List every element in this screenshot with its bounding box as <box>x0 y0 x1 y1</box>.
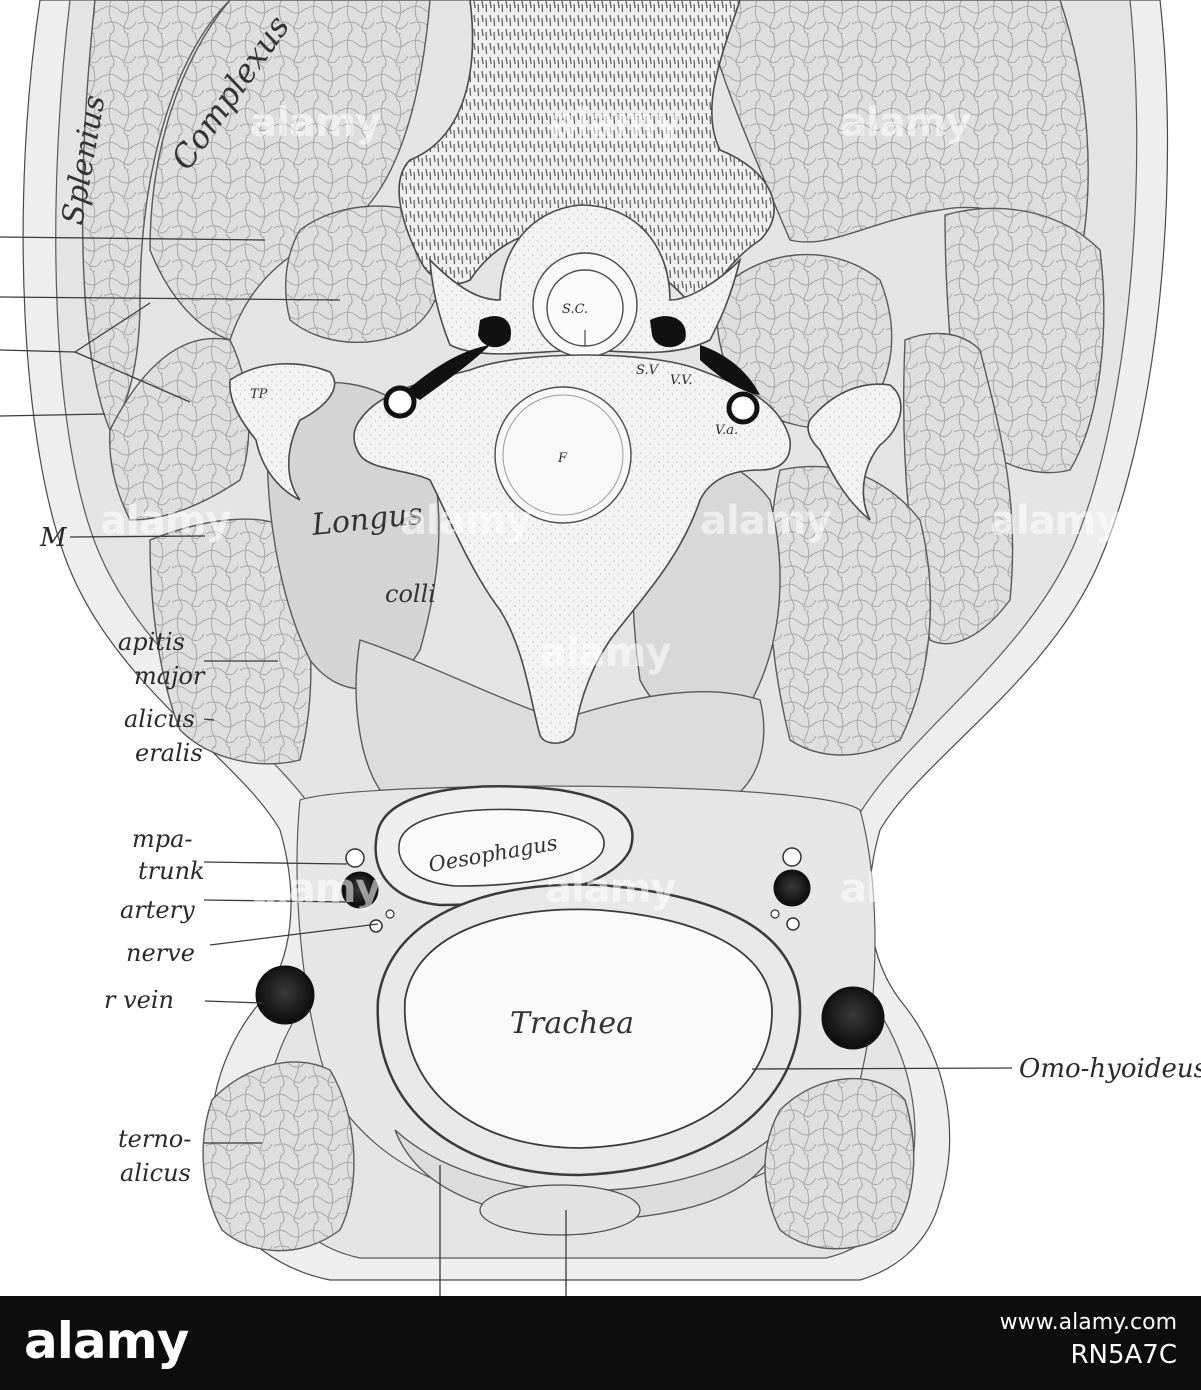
sternomastoid-left <box>202 1061 355 1252</box>
left-back-muscle-2 <box>108 337 250 521</box>
vein-sinus-left <box>405 345 490 400</box>
foramen-inner <box>502 394 624 516</box>
label-alicus-2: alicus <box>120 1159 191 1187</box>
label-eralis: eralis <box>135 739 203 767</box>
sympathetic-trunk-right <box>782 847 802 867</box>
leader-4 <box>0 413 106 417</box>
vein-right-dark <box>650 316 686 348</box>
label-mpa: mpa- <box>132 825 193 853</box>
external-jugular-vein-right <box>821 986 885 1050</box>
transverse-process-right <box>807 383 902 521</box>
label-va: V.a. <box>715 423 738 438</box>
vein-sinus-right <box>700 345 760 395</box>
footer-url: www.alamy.com <box>999 1310 1177 1335</box>
vagus-nerve-left <box>369 919 383 933</box>
leader-7 <box>203 718 215 721</box>
vein-left-dark <box>478 316 511 348</box>
label-vein: r vein <box>104 986 174 1014</box>
label-trunk: trunk <box>138 857 205 885</box>
label-omo-hyoideus: Omo-hyoideus <box>1019 1054 1201 1084</box>
small-nerve-right <box>770 909 780 919</box>
label-sterno: terno- <box>118 1125 191 1153</box>
sternohyoid-muscle <box>479 1184 641 1236</box>
common-carotid-left <box>341 871 379 909</box>
vertebral-body <box>353 354 791 744</box>
left-back-muscle-3 <box>149 518 312 765</box>
leader-8 <box>203 861 348 865</box>
leader-2 <box>0 296 341 301</box>
label-m: M <box>39 523 68 553</box>
leader-omo <box>751 1067 1013 1070</box>
right-lateral-muscle <box>768 465 932 756</box>
label-f: F <box>557 451 568 466</box>
small-nerve-left <box>385 909 395 919</box>
label-major: major <box>134 662 206 690</box>
label-tp: TP <box>250 387 268 402</box>
vagus-nerve-right <box>786 917 800 931</box>
label-alicus-1: alicus <box>124 705 195 733</box>
transverse-process-left <box>229 363 336 501</box>
sternomastoid-right <box>764 1077 915 1250</box>
label-capitis: apitis <box>118 628 185 656</box>
left-back-muscle-1 <box>285 205 445 344</box>
leader-1 <box>0 236 266 241</box>
oesophagus-inner <box>398 808 605 887</box>
neck-cross-section-illustration: Splenius Complexus Longus colli Omo-hyoi… <box>0 0 1201 1296</box>
label-sv: S.V <box>636 363 660 378</box>
alamy-logo: alamy <box>24 1312 189 1370</box>
foramen-f <box>494 386 632 524</box>
sympathetic-trunk-left <box>345 848 365 868</box>
leader-10 <box>209 923 379 946</box>
label-artery: artery <box>120 896 195 924</box>
leader-9 <box>203 899 351 903</box>
label-spinal-cord: S.C. <box>562 302 588 317</box>
leader-3b <box>74 302 151 353</box>
external-jugular-vein-left <box>255 965 315 1025</box>
trachea-inner <box>403 908 773 1149</box>
leader-3a <box>0 349 76 353</box>
vertebral-artery-right <box>726 391 760 425</box>
image-id: RN5A7C <box>1070 1340 1177 1370</box>
leader-5 <box>69 535 206 538</box>
label-trachea: Trachea <box>510 1006 634 1041</box>
leader-3c <box>74 351 191 403</box>
label-colli: colli <box>385 580 436 608</box>
common-carotid-right <box>773 869 811 907</box>
label-nerve: nerve <box>126 939 195 967</box>
leader-11 <box>204 1000 263 1004</box>
stock-photo-footer <box>0 1296 1201 1390</box>
label-vv: V.V. <box>670 373 693 388</box>
right-back-muscle-1 <box>699 0 1089 262</box>
vertebral-artery-left <box>383 385 417 419</box>
